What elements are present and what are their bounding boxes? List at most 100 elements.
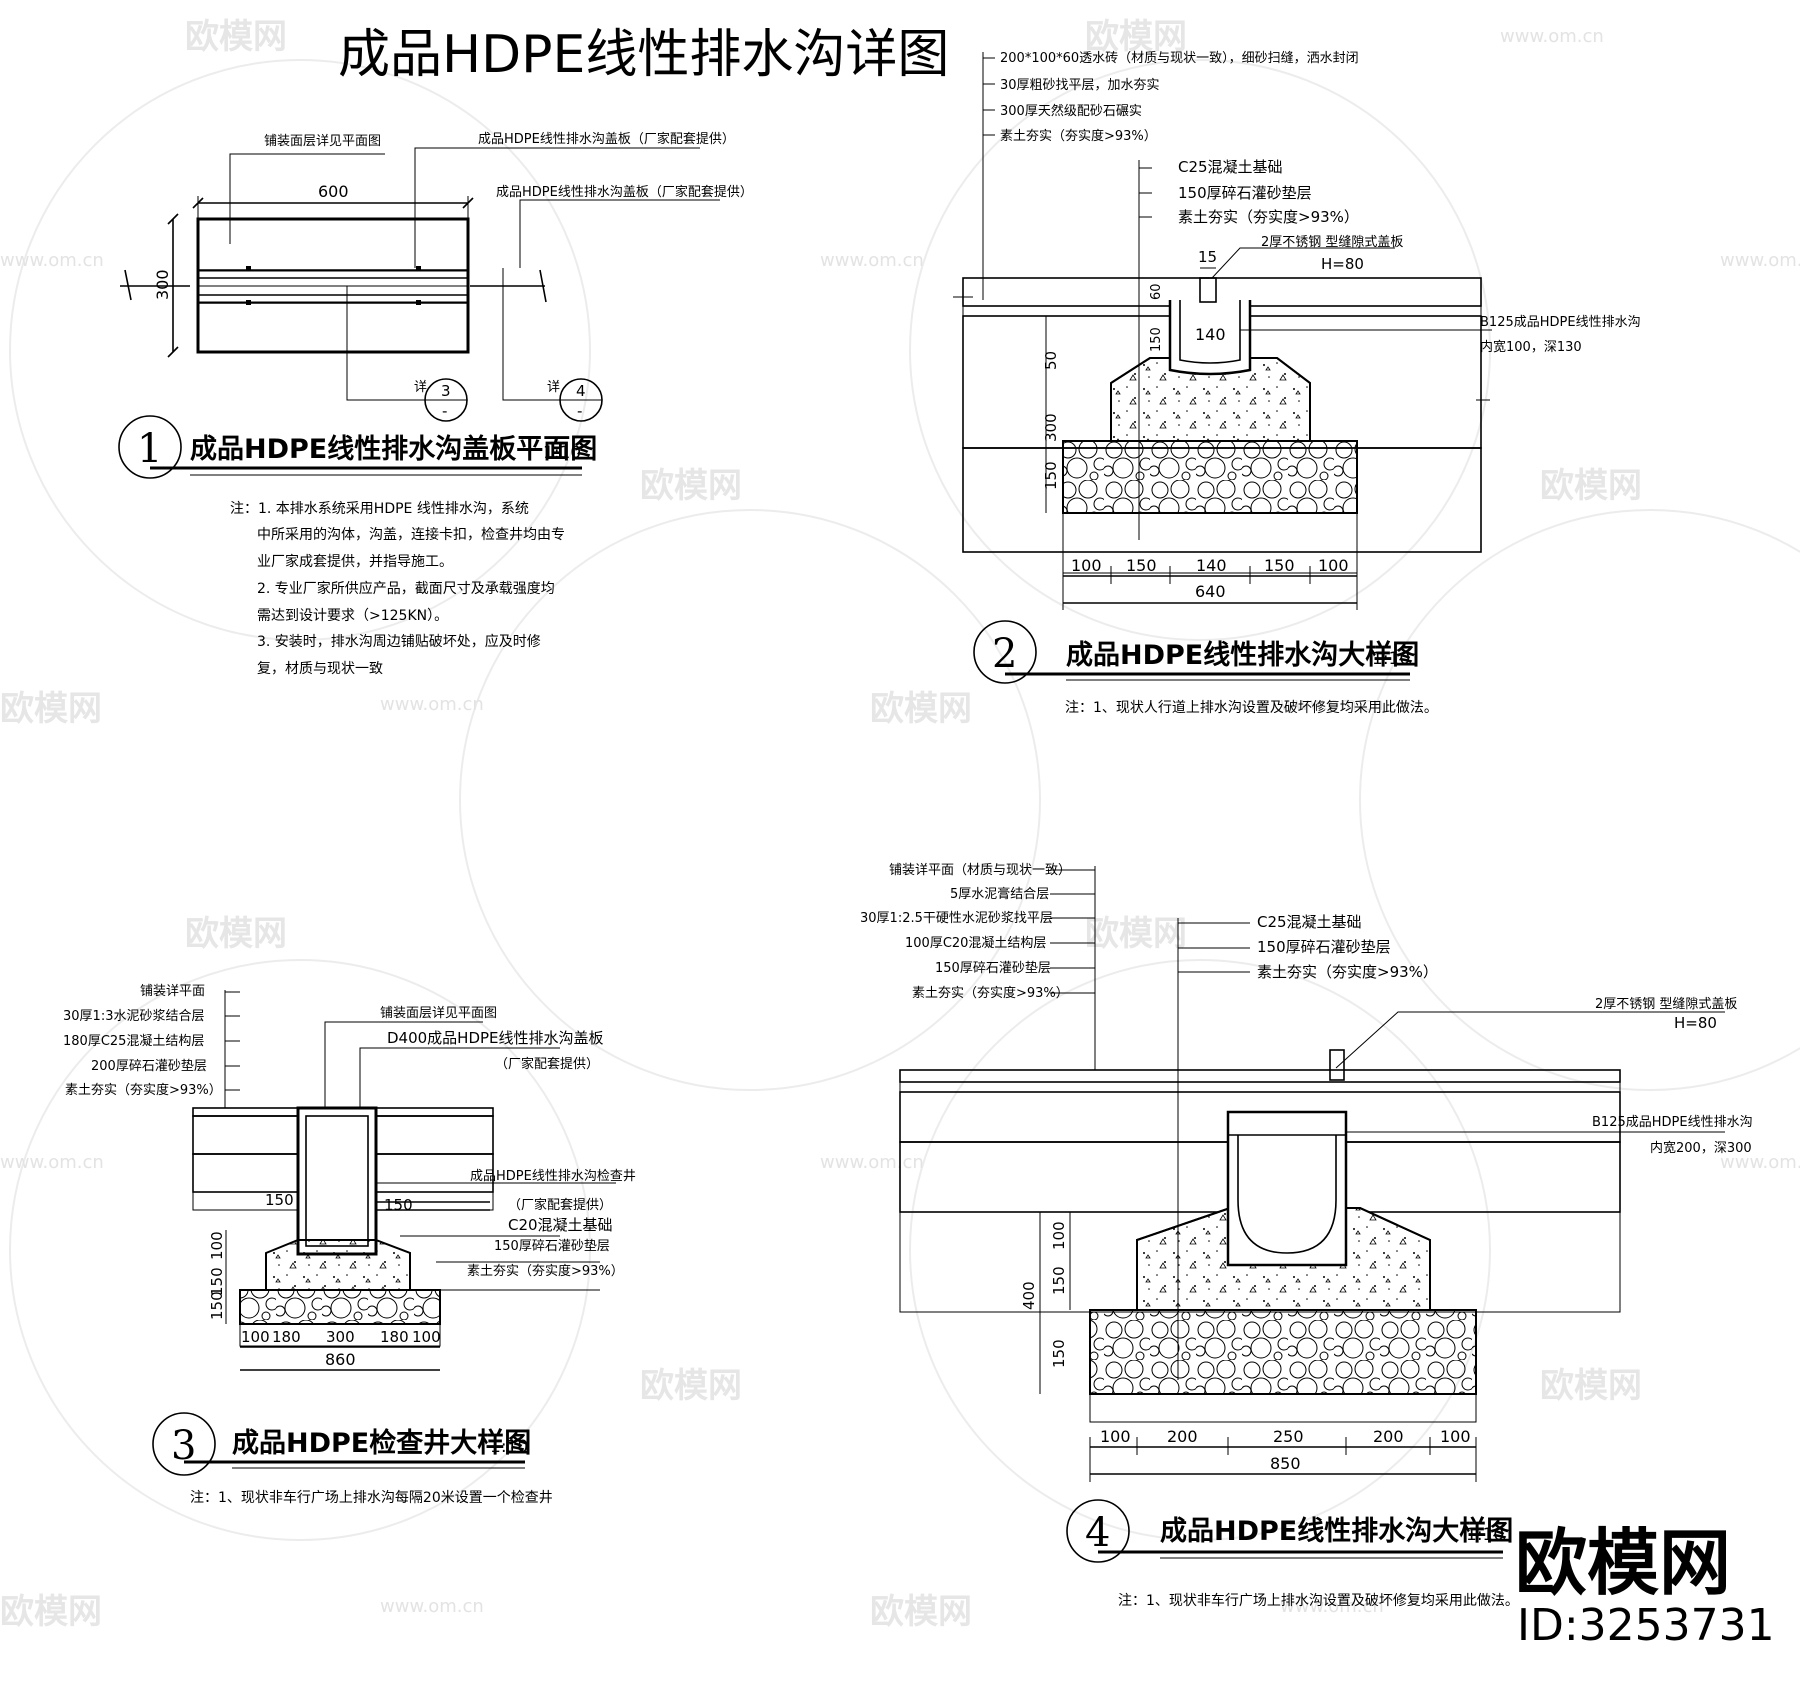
base-gravel-bed <box>1062 440 1358 514</box>
watermark-url: www.om.cn <box>1280 1596 1384 1617</box>
detail-1-scale: 1:10 <box>543 443 581 463</box>
d2-bottom-4: 150 <box>1264 556 1295 575</box>
watermark-logo: 欧模网 <box>185 914 287 954</box>
watermark-url: www.om.cn <box>1280 694 1384 715</box>
d2-layer-2: 30厚粗砂找平层，加水夯实 <box>1000 78 1160 93</box>
d3-layer-1: 铺装详平面 <box>140 984 205 999</box>
d2-bottom-3: 140 <box>1196 556 1227 575</box>
d3-right-5: 素土夯实（夯实度>93%） <box>467 1263 624 1279</box>
d3-top-3: （厂家配套提供） <box>495 1056 599 1072</box>
dim-channel-h: 150 <box>1149 327 1164 352</box>
d4-base-1: C25混凝土基础 <box>1257 913 1362 931</box>
detail-1-note-5: 需达到设计要求（>125KN）。 <box>257 608 448 624</box>
dim-cover-h: 60 <box>1149 283 1164 300</box>
watermark-logo: 欧模网 <box>0 1592 102 1632</box>
d2-base-1: C25混凝土基础 <box>1178 158 1283 176</box>
detail-1-note-3: 业厂家成套提供，并指导施工。 <box>257 553 453 570</box>
dim-slot: 15 <box>1198 248 1217 266</box>
detail-2: 140 15 60 150 200*100*60透水砖（材质与现状一致），细砂扫… <box>953 51 1641 716</box>
detail-3: 铺装详平面 30厚1:3水泥砂浆结合层 180厚C25混凝土结构层 200厚碎石… <box>63 984 636 1506</box>
inspection-well <box>296 1106 378 1256</box>
d4-bottom-3: 250 <box>1273 1427 1304 1446</box>
ref-4-number: 4 <box>576 382 586 400</box>
d3-right-2: （厂家配套提供） <box>508 1197 612 1213</box>
watermark-logo: 欧模网 <box>1540 466 1642 506</box>
detail-2-number: 2 <box>992 631 1017 677</box>
detail-4: 铺装详平面（材质与现状一致） 5厚水泥膏结合层 30厚1:2.5干硬性水泥砂浆找… <box>860 863 1753 1609</box>
d4-cover-2: H=80 <box>1674 1014 1717 1032</box>
d4-channel-1: B125成品HDPE线性排水沟 <box>1592 1115 1753 1130</box>
d3-right-1: 成品HDPE线性排水沟检查井 <box>470 1169 636 1184</box>
detail-1: 600 300 铺装面层详见平面图 成品HDPE线性排水沟盖板（厂家配套提供） … <box>118 131 753 677</box>
d4-base-2: 150厚碎石灌砂垫层 <box>1257 938 1391 956</box>
d4-bottom-4: 200 <box>1373 1427 1404 1446</box>
detail-1-title: 成品HDPE线性排水沟盖板平面图 <box>190 434 597 465</box>
d3-layer-4: 200厚碎石灌砂垫层 <box>91 1058 207 1074</box>
d3-bottom-1: 100 <box>241 1328 270 1346</box>
watermark-url: www.om.cn <box>1720 250 1800 271</box>
d3-gravel-bed <box>239 1289 441 1325</box>
watermark-url: www.om.cn <box>820 250 924 271</box>
detail-4-note: 注：1、现状非车行广场上排水沟设置及破坏修复均采用此做法。 <box>1118 1592 1519 1609</box>
d3-bottom-2: 180 <box>272 1328 301 1346</box>
d3-top-2: D400成品HDPE线性排水沟盖板 <box>387 1029 604 1047</box>
detail-4-scale: 1:10 <box>1466 1525 1504 1545</box>
d2-layer-4: 素土夯实（夯实度>93%） <box>1000 128 1157 144</box>
detail-1-number: 1 <box>137 426 162 472</box>
d2-channel-1: B125成品HDPE线性排水沟 <box>1480 315 1641 330</box>
label-cover-b: 成品HDPE线性排水沟盖板（厂家配套提供） <box>496 184 753 200</box>
detail-2-title: 成品HDPE线性排水沟大样图 <box>1066 639 1419 671</box>
d3-top-1: 铺装面层详见平面图 <box>380 1006 497 1021</box>
slot-cover <box>1199 277 1217 303</box>
watermark-logo: 欧模网 <box>640 466 742 506</box>
d2-side-2: 300 <box>1042 413 1060 442</box>
brand-id: ID:3253731 <box>1517 1600 1775 1651</box>
watermark-url: www.om.cn <box>1720 1152 1800 1173</box>
detail-1-note-2: 中所采用的沟体，沟盖，连接卡扣，检查井均由专 <box>257 526 565 543</box>
d3-inner-1: 150 <box>265 1191 294 1209</box>
d4-base-3: 素土夯实（夯实度>93%） <box>1257 963 1438 981</box>
d4-side-3: 400 <box>1020 1281 1038 1310</box>
d2-layer-1: 200*100*60透水砖（材质与现状一致），细砂扫缝，洒水封闭 <box>1000 51 1359 66</box>
d2-bottom-2: 150 <box>1126 556 1157 575</box>
d4-bottom-2: 200 <box>1167 1427 1198 1446</box>
d4-total: 850 <box>1270 1454 1301 1473</box>
d3-layer-2: 30厚1:3水泥砂浆结合层 <box>63 1009 204 1024</box>
dim-plan-width: 600 <box>318 182 349 201</box>
d4-channel-2: 内宽200，深300 <box>1650 1140 1752 1156</box>
d4-slot-cover <box>1329 1049 1345 1081</box>
d3-side-1: 100 <box>208 1231 226 1260</box>
watermark-logo: 欧模网 <box>1085 914 1187 954</box>
detail-4-title: 成品HDPE线性排水沟大样图 <box>1160 1515 1513 1547</box>
d3-bottom-4: 180 <box>380 1328 409 1346</box>
d3-inner-2: 150 <box>384 1196 413 1214</box>
d3-layer-5: 素土夯实（夯实度>93%） <box>65 1082 222 1098</box>
label-paving: 铺装面层详见平面图 <box>264 134 381 149</box>
watermark-logo: 欧模网 <box>1085 17 1187 57</box>
d3-layer-3: 180厚C25混凝土结构层 <box>63 1033 204 1049</box>
sheet-title: 成品HDPE线性排水沟详图 <box>338 25 949 85</box>
d4-layer-1: 铺装详平面（材质与现状一致） <box>889 863 1071 878</box>
detail-4-number: 4 <box>1085 1510 1110 1556</box>
dim-plan-height: 300 <box>153 269 172 300</box>
watermark-url: www.om.cn <box>380 1596 484 1617</box>
detail-1-note-1: 注：1. 本排水系统采用HDPE 线性排水沟，系统 <box>230 501 529 517</box>
d4-side-4: 150 <box>1050 1339 1068 1368</box>
drain-channel <box>1168 300 1252 376</box>
d4-layer-5: 150厚碎石灌砂垫层 <box>935 960 1051 976</box>
ref-3-number: 3 <box>441 382 451 400</box>
d3-right-3: C20混凝土基础 <box>508 1216 613 1234</box>
ref-3-sub: - <box>442 402 447 420</box>
d4-drain-channel <box>1226 1110 1348 1267</box>
brand-logo-text: 欧模网 <box>1515 1521 1731 1605</box>
d2-channel-2: 内宽100，深130 <box>1480 339 1582 355</box>
d2-cover-1: 2厚不锈钢 型缝隙式盖板 <box>1261 235 1403 250</box>
d2-bottom-1: 100 <box>1071 556 1102 575</box>
d3-total: 860 <box>325 1350 356 1369</box>
watermark-logo: 欧模网 <box>0 689 102 729</box>
d3-side-2: 150 <box>208 1267 226 1296</box>
d3-bottom-5: 100 <box>412 1328 441 1346</box>
detail-2-note: 注：1、现状人行道上排水沟设置及破坏修复均采用此做法。 <box>1065 699 1438 716</box>
watermark-logo: 欧模网 <box>1540 1366 1642 1406</box>
detail-2-scale: 1:10 <box>1372 649 1410 669</box>
